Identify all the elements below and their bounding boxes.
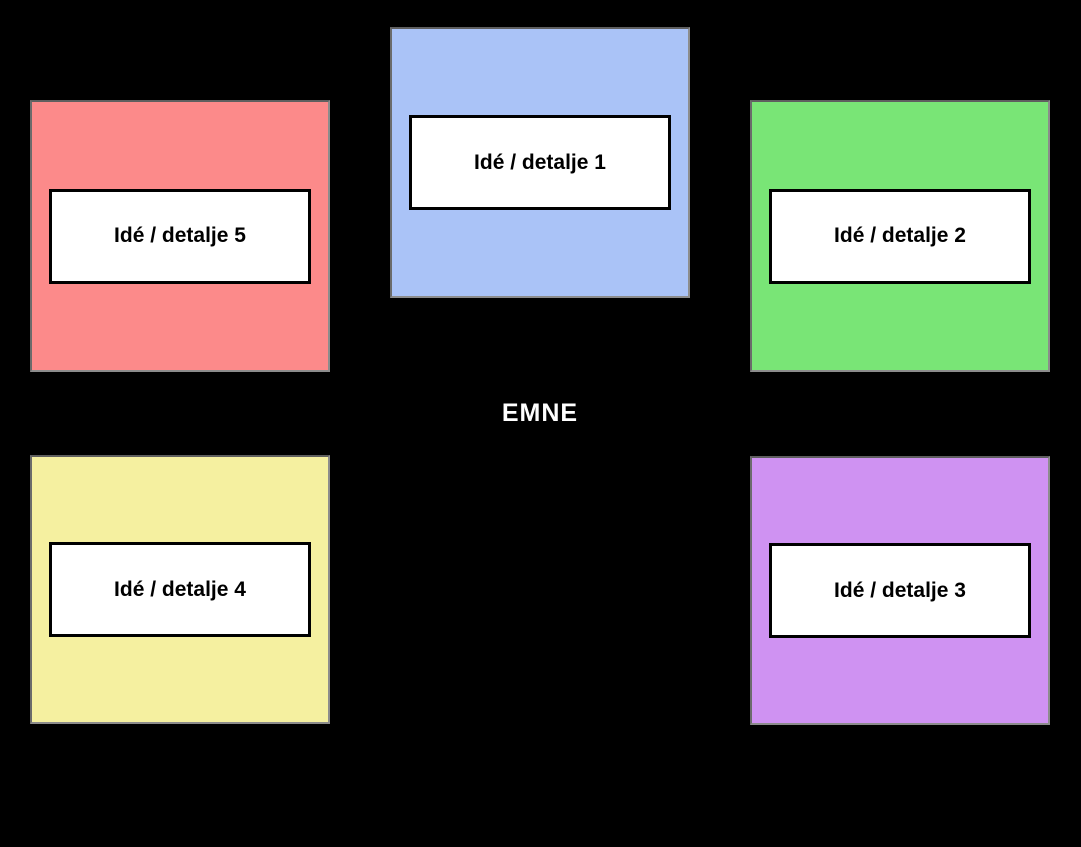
idea-2-label-box[interactable]: Idé / detalje 2 <box>769 188 1031 284</box>
center-topic-label: EMNE <box>501 399 579 427</box>
idea-1-label-box[interactable]: Idé / detalje 1 <box>409 115 671 210</box>
idea-3-label: Idé / detalje 3 <box>834 578 966 602</box>
idea-4-label-box[interactable]: Idé / detalje 4 <box>49 542 311 637</box>
idea-2-label: Idé / detalje 2 <box>834 224 966 247</box>
cell-idea-2[interactable]: Idé / detalje 2 <box>750 100 1050 372</box>
idea-1-label: Idé / detalje 1 <box>474 150 606 174</box>
cell-idea-4[interactable]: Idé / detalje 4 <box>30 455 330 724</box>
cell-idea-3[interactable]: Idé / detalje 3 <box>750 456 1050 725</box>
idea-5-label-box[interactable]: Idé / detalje 5 <box>49 188 311 284</box>
cell-idea-5[interactable]: Idé / detalje 5 <box>30 100 330 372</box>
idea-5-label: Idé / detalje 5 <box>114 224 246 247</box>
idea-4-label: Idé / detalje 4 <box>114 577 246 601</box>
cell-idea-1[interactable]: Idé / detalje 1 <box>390 27 690 298</box>
idea-3-label-box[interactable]: Idé / detalje 3 <box>769 543 1031 638</box>
